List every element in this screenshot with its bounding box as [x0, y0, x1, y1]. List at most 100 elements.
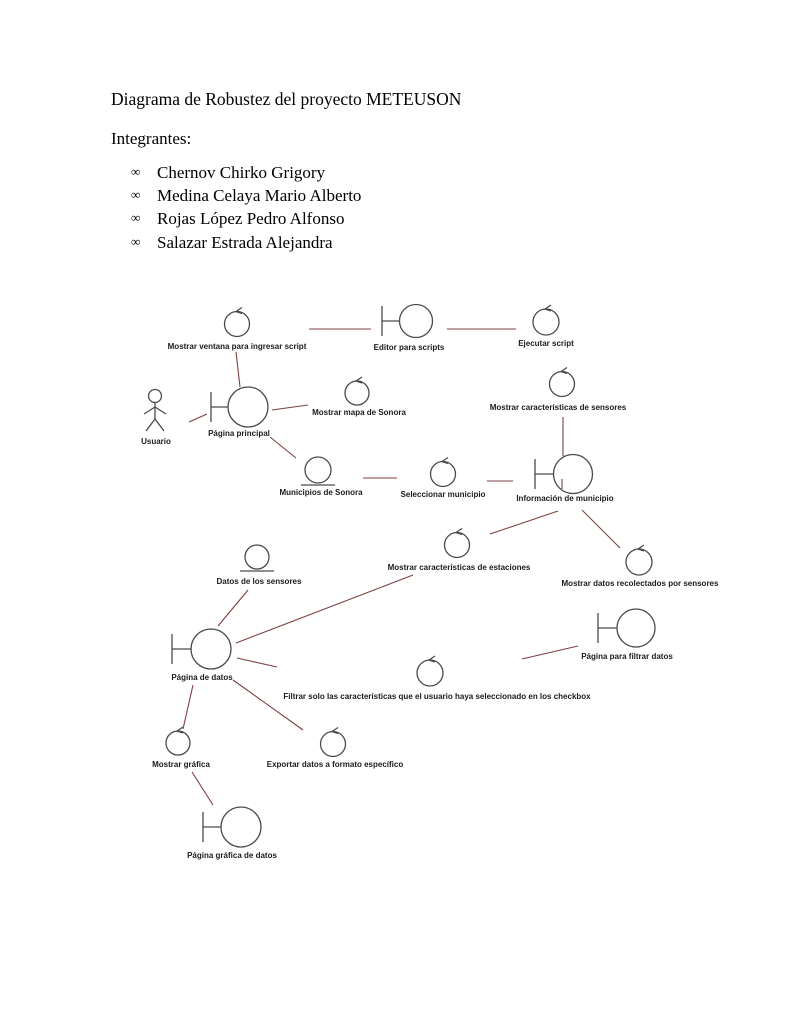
connector-line: [188, 413, 208, 423]
label-pagina-de-datos: Página de datos: [171, 673, 233, 682]
members-heading: Integrantes:: [111, 129, 192, 148]
boundary-circle: [616, 608, 656, 648]
actor-head: [147, 388, 163, 404]
label-mostrar-caracteristicas-estaciones: Mostrar características de estaciones: [388, 563, 531, 572]
label-mostrar-caracteristicas-sensores: Mostrar características de sensores: [490, 403, 627, 412]
node-mostrar-ventana-script: Mostrar ventana para ingresar script: [168, 306, 307, 351]
connector-line: [271, 404, 309, 411]
document-title: Diagrama de Robustez del proyecto METEUS…: [111, 89, 462, 109]
boundary-circle: [227, 386, 269, 428]
node-municipios-de-sonora: Municipios de Sonora: [279, 456, 363, 497]
control-arrow: [354, 376, 363, 384]
infinity-bullet-icon: ∞: [131, 164, 141, 179]
control-arrow: [636, 544, 645, 552]
control-arrow: [440, 456, 449, 465]
entity-circle: [244, 544, 270, 570]
control-arrow: [427, 655, 436, 663]
control-arrow: [543, 304, 552, 312]
label-pagina-principal: Página principal: [208, 429, 270, 438]
node-datos-de-los-sensores: Datos de los sensores: [217, 544, 302, 586]
connector-line: [269, 436, 297, 459]
node-mostrar-caracteristicas-sensores: Mostrar características de sensores: [490, 366, 627, 412]
boundary-circle: [398, 303, 434, 339]
control-circle: [625, 548, 653, 576]
label-pagina-para-filtrar-datos: Página para filtrar datos: [581, 652, 673, 661]
node-pagina-grafica-de-datos: Página gráfica de datos: [187, 806, 277, 860]
control-circle: [416, 659, 444, 687]
connector-line: [217, 589, 249, 627]
connector-line: [182, 684, 194, 730]
label-pagina-grafica-de-datos: Página gráfica de datos: [187, 851, 277, 860]
infinity-bullet-icon: ∞: [131, 210, 141, 226]
control-circle: [344, 380, 370, 406]
node-mostrar-datos-recolectados: Mostrar datos recolectados por sensores: [562, 544, 719, 588]
control-circle: [532, 308, 560, 336]
label-usuario: Usuario: [141, 437, 171, 446]
control-circle: [165, 730, 191, 756]
actor-limb: [145, 418, 156, 432]
node-usuario: Usuario: [141, 388, 171, 446]
control-circle: [319, 730, 347, 758]
node-pagina-principal: Página principal: [208, 386, 270, 438]
control-circle: [443, 531, 471, 559]
member-name: Chernov Chirko Grigory: [157, 163, 326, 182]
connector-line: [521, 645, 579, 660]
node-editor-para-scripts: Editor para scripts: [374, 303, 445, 352]
label-filtrar-caracteristicas-checkbox: Filtrar solo las características que el …: [283, 692, 591, 701]
connector-line: [232, 679, 304, 731]
node-informacion-de-municipio: Información de municipio: [516, 453, 614, 503]
control-arrow: [559, 366, 568, 375]
control-arrow: [175, 726, 184, 734]
node-exportar-datos-formato: Exportar datos a formato específico: [267, 726, 404, 769]
actor-limb: [154, 406, 167, 415]
member-name: Medina Celaya Mario Alberto: [157, 186, 362, 206]
node-mostrar-mapa-sonora: Mostrar mapa de Sonora: [312, 376, 406, 417]
label-mostrar-datos-recolectados: Mostrar datos recolectados por sensores: [562, 579, 719, 588]
label-mostrar-grafica: Mostrar gráfica: [152, 760, 210, 769]
connector-line: [236, 657, 278, 668]
label-seleccionar-municipio: Seleccionar municipio: [401, 490, 486, 499]
control-arrow: [454, 527, 463, 536]
connector-line: [235, 574, 414, 644]
members-list: ∞ Chernov Chirko Grigory ∞ Medina Celaya…: [131, 163, 361, 256]
member-item: ∞ Medina Celaya Mario Alberto: [131, 186, 361, 209]
node-ejecutar-script: Ejecutar script: [518, 304, 574, 348]
connector-line: [489, 510, 559, 535]
member-item: ∞ Rojas López Pedro Alfonso: [131, 209, 361, 232]
boundary-circle: [552, 453, 594, 495]
control-arrow: [330, 726, 339, 735]
entity-circle: [304, 456, 332, 484]
member-name: Salazar Estrada Alejandra: [157, 232, 333, 252]
label-mostrar-mapa-sonora: Mostrar mapa de Sonora: [312, 408, 406, 417]
label-exportar-datos-formato: Exportar datos a formato específico: [267, 760, 404, 769]
node-mostrar-caracteristicas-estaciones: Mostrar características de estaciones: [388, 527, 531, 572]
control-circle: [548, 370, 576, 398]
connector-line: [581, 509, 621, 549]
node-filtrar-caracteristicas-checkbox: Filtrar solo las características que el …: [283, 655, 591, 701]
member-item: ∞ Chernov Chirko Grigory: [131, 163, 361, 186]
connector-line: [191, 771, 214, 806]
boundary-circle: [190, 628, 232, 670]
label-mostrar-ventana-script: Mostrar ventana para ingresar script: [168, 342, 307, 351]
node-pagina-de-datos: Página de datos: [171, 628, 233, 682]
member-item: ∞ Salazar Estrada Alejandra: [131, 233, 361, 256]
label-informacion-de-municipio: Información de municipio: [516, 494, 613, 503]
label-datos-de-los-sensores: Datos de los sensores: [217, 577, 302, 586]
node-pagina-para-filtrar-datos: Página para filtrar datos: [581, 608, 673, 661]
label-editor-para-scripts: Editor para scripts: [374, 343, 445, 352]
control-circle: [429, 460, 457, 488]
infinity-bullet-icon: ∞: [131, 233, 141, 249]
member-name: Rojas López Pedro Alfonso: [157, 209, 345, 229]
actor-limb: [143, 406, 156, 415]
label-municipios-de-sonora: Municipios de Sonora: [279, 488, 363, 497]
infinity-bullet-icon: ∞: [131, 187, 141, 203]
boundary-circle: [220, 806, 262, 848]
node-seleccionar-municipio: Seleccionar municipio: [401, 456, 486, 499]
node-mostrar-grafica: Mostrar gráfica: [152, 726, 210, 769]
actor-limb: [154, 418, 165, 432]
control-arrow: [234, 306, 243, 315]
connector-line: [235, 351, 241, 388]
